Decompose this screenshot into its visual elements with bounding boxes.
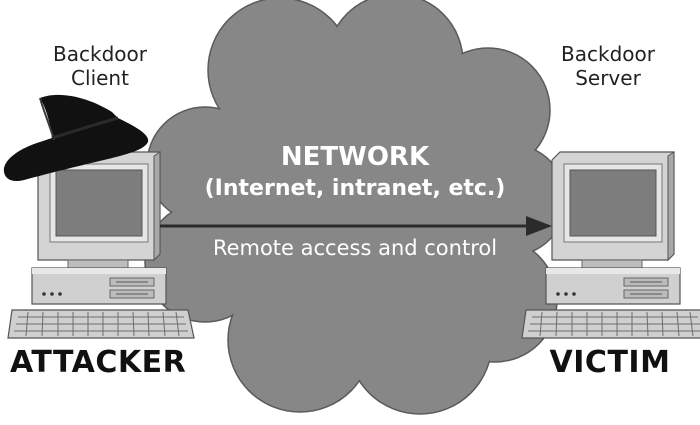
attacker-software-line2: Client xyxy=(71,66,129,90)
network-title: NETWORK xyxy=(280,142,430,172)
victim-software-line2: Server xyxy=(575,66,641,90)
victim-software-line1: Backdoor xyxy=(561,42,655,66)
victim-software-label: Backdoor Server xyxy=(548,42,668,90)
attacker-software-label: Backdoor Client xyxy=(40,42,160,90)
victim-role-label: VICTIM xyxy=(549,345,671,380)
black-hat-icon xyxy=(3,94,149,182)
connection-label: Remote access and control xyxy=(212,236,498,260)
attacker-software-line1: Backdoor xyxy=(53,42,147,66)
network-subtitle: (Internet, intranet, etc.) xyxy=(204,176,506,201)
arrow-right-icon xyxy=(160,216,552,236)
attacker-role-label: ATTACKER xyxy=(10,345,187,380)
cloud-icon xyxy=(144,0,567,415)
